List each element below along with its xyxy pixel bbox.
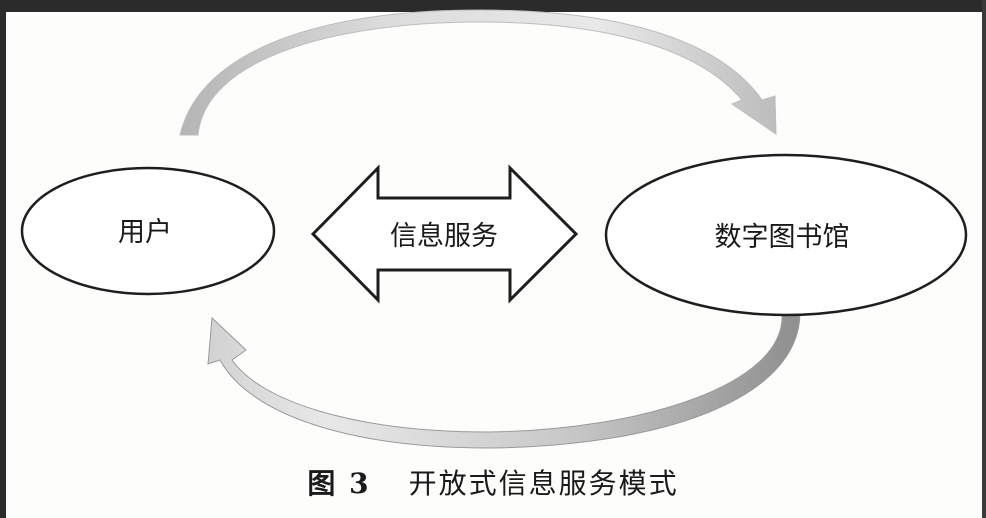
curved-arrow-library-to-user xyxy=(207,311,801,449)
scan-border-right xyxy=(982,0,986,518)
figure-number: 图 3 xyxy=(307,467,371,500)
double-arrow-service: 信息服务 xyxy=(310,164,579,304)
double-arrow-label: 信息服务 xyxy=(390,221,498,252)
node-user-label: 用户 xyxy=(118,217,172,248)
scan-border-top xyxy=(0,0,986,12)
curved-arrow-user-to-library xyxy=(179,9,777,136)
figure-caption: 图 3 开放式信息服务模式 xyxy=(0,462,986,502)
figure-title: 开放式信息服务模式 xyxy=(408,467,679,500)
node-library-label: 数字图书馆 xyxy=(715,222,850,253)
node-user: 用户 xyxy=(20,166,276,296)
scan-border-left xyxy=(0,0,6,518)
node-library: 数字图书馆 xyxy=(604,153,968,317)
